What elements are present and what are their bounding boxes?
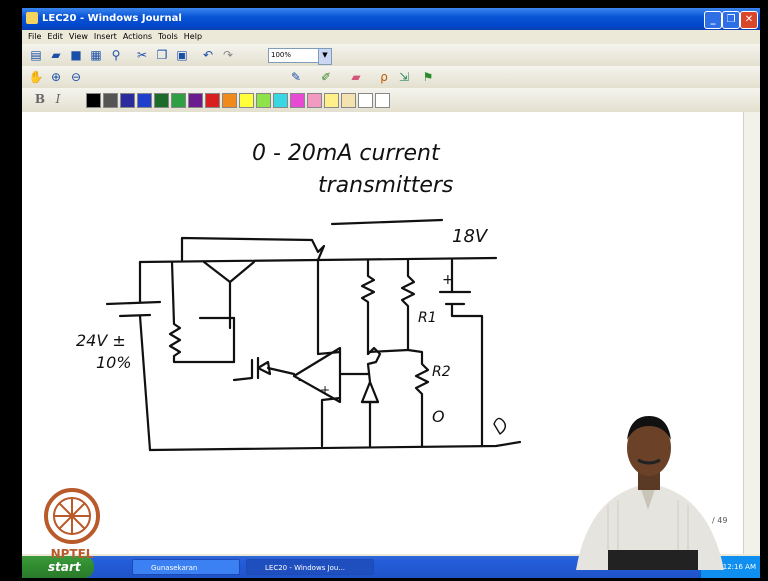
menu-actions[interactable]: Actions — [122, 32, 153, 41]
standard-toolbar: ▤ ▰ ■ ▦ ⚲ ✂ ❐ ▣ ↶ ↷ 100% ▼ — [22, 44, 760, 67]
task-label: LEC20 - Windows Jou... — [265, 564, 346, 572]
save-icon[interactable]: ■ — [70, 48, 82, 62]
logo-text: NPTEL — [51, 547, 94, 561]
zoom-in-icon[interactable]: ⊕ — [50, 70, 62, 84]
label-r1: R1 — [418, 310, 437, 326]
label-18v: 18V — [452, 226, 489, 247]
menu-bar: File Edit View Insert Actions Tools Help — [22, 30, 760, 44]
color-swatch[interactable] — [205, 93, 220, 108]
lasso-icon[interactable]: ρ — [380, 70, 388, 84]
color-swatch[interactable] — [137, 93, 152, 108]
label-24v: 24V ± — [76, 331, 126, 350]
opamp-minus: - — [298, 373, 302, 387]
zoom-select[interactable]: 100% — [268, 48, 320, 63]
color-swatch[interactable] — [307, 93, 322, 108]
cut-icon[interactable]: ✂ — [136, 48, 148, 62]
title-bar[interactable]: LEC20 - Windows Journal _ ❐ ✕ — [22, 8, 760, 30]
window-title: LEC20 - Windows Journal — [42, 13, 182, 24]
find-icon[interactable]: ⚲ — [111, 48, 121, 62]
highlighter-icon[interactable]: ✐ — [320, 70, 332, 84]
color-swatch[interactable] — [290, 93, 305, 108]
taskbar-item-journal[interactable]: LEC20 - Windows Jou... — [246, 559, 374, 575]
heading-line-1: 0 - 20mA current — [252, 141, 441, 166]
color-swatch[interactable] — [171, 93, 186, 108]
plus-sign: + — [442, 272, 454, 288]
heading-line-2: transmitters — [318, 173, 453, 198]
start-button[interactable]: start — [22, 556, 94, 578]
eraser-icon[interactable]: ▰ — [351, 70, 361, 84]
color-swatch[interactable] — [188, 93, 203, 108]
zoom-dropdown-icon[interactable]: ▼ — [318, 48, 332, 65]
color-swatch[interactable] — [86, 93, 101, 108]
color-swatch[interactable] — [324, 93, 339, 108]
color-swatch[interactable] — [256, 93, 271, 108]
menu-insert[interactable]: Insert — [93, 32, 117, 41]
color-swatch[interactable] — [239, 93, 254, 108]
close-button[interactable]: ✕ — [740, 11, 758, 29]
opamp-plus: + — [320, 383, 330, 397]
menu-tools[interactable]: Tools — [158, 32, 178, 41]
handwritten-circuit-diagram: 0 - 20mA current transmitters 18V 24V ± … — [76, 141, 522, 452]
flag-icon[interactable]: ⚑ — [422, 70, 434, 84]
nptel-logo: NPTEL — [44, 488, 100, 561]
task-label: Gunasekaran — [151, 564, 198, 572]
start-label: start — [48, 560, 81, 574]
menu-edit[interactable]: Edit — [47, 32, 63, 41]
pen-toolbar: ✋ ⊕ ⊖ ✎ ✐ ▰ ρ ⇲ ⚑ — [22, 66, 760, 89]
format-toolbar: B I — [22, 88, 760, 113]
color-swatch[interactable] — [222, 93, 237, 108]
italic-icon[interactable]: I — [55, 92, 61, 106]
pen-icon[interactable]: ✎ — [290, 70, 302, 84]
note-canvas[interactable]: 0 - 20mA current transmitters 18V 24V ± … — [22, 112, 744, 554]
bold-icon[interactable]: B — [34, 92, 46, 106]
print-icon[interactable]: ▦ — [90, 48, 102, 62]
color-swatch[interactable] — [154, 93, 169, 108]
taskbar: start Gunasekaran LEC20 - Windows Jou...… — [22, 556, 760, 578]
journal-icon — [26, 12, 38, 24]
color-swatch[interactable] — [341, 93, 356, 108]
hand-tool-icon[interactable]: ✋ — [28, 70, 44, 84]
open-folder-icon[interactable]: ▰ — [51, 48, 61, 62]
new-note-icon[interactable]: ▤ — [30, 48, 42, 62]
desktop: LEC20 - Windows Journal _ ❐ ✕ File Edit Vi… — [22, 8, 760, 578]
color-swatch[interactable] — [375, 93, 390, 108]
paste-icon[interactable]: ▣ — [176, 48, 188, 62]
menu-help[interactable]: Help — [183, 32, 203, 41]
page-indicator: / 49 — [712, 516, 728, 525]
insert-space-icon[interactable]: ⇲ — [398, 70, 410, 84]
clock: 12:16 AM — [722, 563, 756, 571]
zoom-out-icon[interactable]: ⊖ — [70, 70, 82, 84]
undo-icon[interactable]: ↶ — [202, 48, 214, 62]
presenter-video — [576, 416, 724, 570]
label-o: O — [432, 407, 445, 426]
label-r2: R2 — [432, 364, 451, 380]
color-swatch[interactable] — [120, 93, 135, 108]
taskbar-item-gunasekaran[interactable]: Gunasekaran — [132, 559, 240, 575]
color-swatch[interactable] — [273, 93, 288, 108]
menu-file[interactable]: File — [28, 32, 42, 41]
color-swatch[interactable] — [103, 93, 118, 108]
color-swatch[interactable] — [358, 93, 373, 108]
maximize-button[interactable]: ❐ — [722, 11, 740, 29]
copy-icon[interactable]: ❐ — [156, 48, 168, 62]
label-10-percent: 10% — [96, 353, 132, 372]
minimize-button[interactable]: _ — [704, 11, 722, 29]
vertical-scrollbar[interactable]: / 49 — [712, 112, 760, 554]
menu-view[interactable]: View — [68, 32, 88, 41]
redo-icon[interactable]: ↷ — [222, 48, 234, 62]
